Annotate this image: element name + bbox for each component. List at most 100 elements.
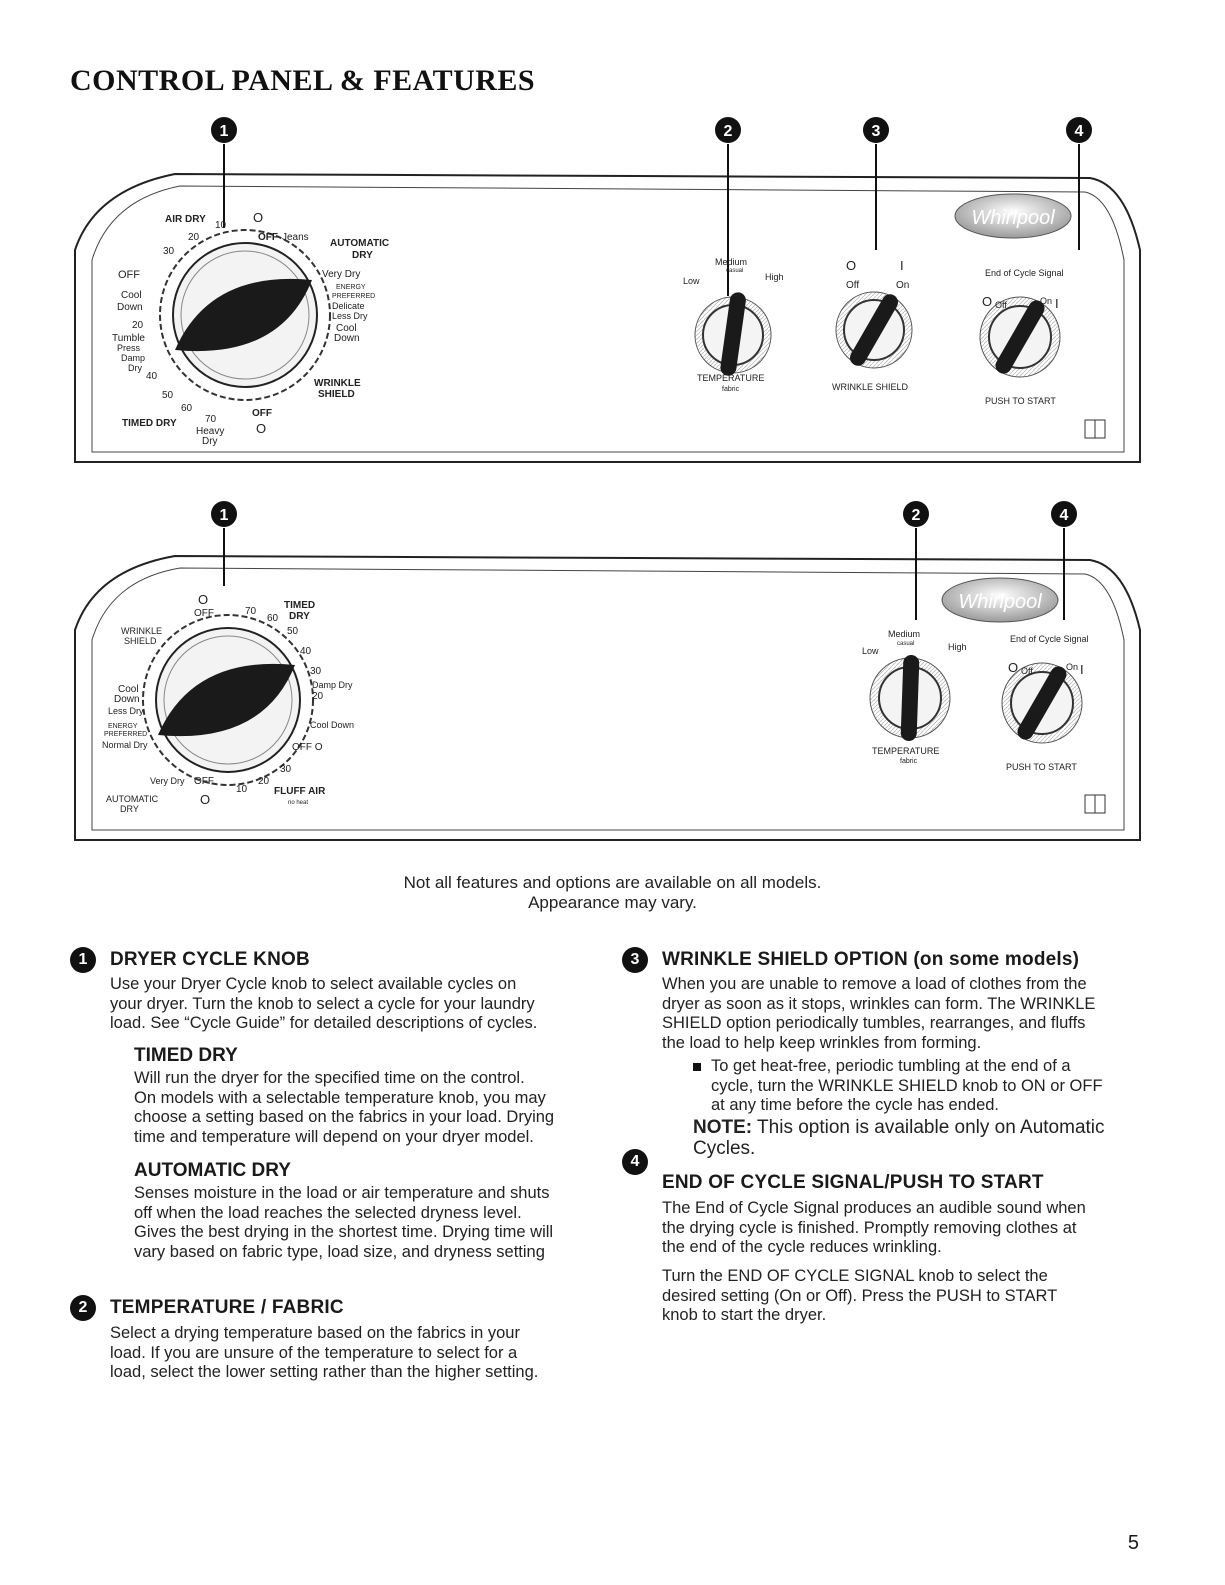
svg-text:70: 70 [245,606,257,617]
svg-text:Medium: Medium [715,257,747,267]
section-badge-1: 1 [70,947,96,973]
callout-1: 1 [211,501,237,527]
section-badge-3: 3 [622,947,648,973]
svg-text:ENERGY: ENERGY [336,284,366,291]
svg-text:30: 30 [310,666,322,677]
wrinkle-shield-knob [835,291,913,369]
availability-note: Not all features and options are availab… [403,873,822,912]
callout-3: 3 [863,117,889,143]
svg-text:Jeans: Jeans [282,232,309,243]
svg-text:casual: casual [897,641,914,647]
svg-text:WRINKLE: WRINKLE [314,378,361,389]
temperature-labels-2: Low Medium casual High TEMPERATURE fabri… [862,629,967,765]
svg-text:PUSH TO START: PUSH TO START [1006,762,1077,772]
svg-text:Tumble: Tumble [112,333,145,344]
subsection-body-automatic-dry: Senses moisture in the load or air tempe… [134,1184,554,1261]
subsection-title-timed-dry: TIMED DRY [134,1045,238,1066]
svg-text:Low: Low [862,646,879,656]
svg-text:Down: Down [117,302,143,313]
svg-text:Very Dry: Very Dry [322,269,360,280]
wrinkle-shield-bullet: To get heat-free, periodic tumbling at t… [693,1057,1103,1116]
control-panel-diagram-2: 1 2 4 Whirlpool O OFF 70 60 TIMED DRY 50… [74,501,1141,841]
svg-text:fabric: fabric [722,386,740,393]
svg-text:O: O [253,210,263,225]
svg-text:PREFERRED: PREFERRED [332,293,375,300]
whirlpool-logo: Whirlpool [954,193,1072,239]
svg-text:O: O [198,592,208,607]
svg-text:TIMED DRY: TIMED DRY [122,418,177,429]
manual-icon [1084,794,1106,814]
section-title-wrinkle-shield: WRINKLE SHIELD OPTION (on some models) [662,949,1080,970]
svg-text:SHIELD: SHIELD [318,389,355,400]
svg-text:End of Cycle Signal: End of Cycle Signal [1010,634,1089,644]
temperature-knob-1 [694,292,772,376]
callout-4: 4 [1051,501,1077,527]
temperature-knob-2 [869,655,951,741]
page-number: 5 [1127,1532,1139,1554]
svg-text:High: High [765,272,784,282]
svg-text:Off: Off [1021,666,1033,676]
section-title-end-of-cycle: END OF CYCLE SIGNAL/PUSH TO START [662,1172,1044,1193]
svg-text:2: 2 [724,123,733,140]
svg-text:Very Dry: Very Dry [150,776,185,786]
svg-text:TIMED: TIMED [284,600,315,611]
svg-text:Dry: Dry [128,363,142,373]
svg-text:OFF: OFF [258,232,278,243]
section-title-temperature: TEMPERATURE / FABRIC [110,1297,344,1318]
page-title: CONTROL PANEL & FEATURES [70,64,536,97]
svg-text:casual: casual [726,268,743,274]
svg-text:I: I [900,258,904,273]
panel-outline [74,172,1141,463]
callout-4: 4 [1066,117,1092,143]
svg-text:O: O [200,792,210,807]
svg-text:High: High [948,642,967,652]
svg-text:O: O [256,421,266,436]
svg-text:Whirlpool: Whirlpool [971,207,1055,229]
section-body-temperature: Select a drying temperature based on the… [110,1324,539,1381]
manual-icon [1084,419,1106,439]
wrinkle-shield-labels: O I Off On WRINKLE SHIELD [832,258,909,392]
svg-text:1: 1 [220,123,229,140]
dryer-cycle-knob [159,229,331,401]
svg-text:30: 30 [280,764,292,775]
svg-text:DRY: DRY [289,611,310,622]
callout-1: 1 [211,117,237,143]
svg-text:70: 70 [205,414,217,425]
svg-text:Low: Low [683,276,700,286]
svg-text:Less Dry: Less Dry [332,311,368,321]
section-body-end-of-cycle: The End of Cycle Signal produces an audi… [662,1199,1086,1256]
svg-text:O: O [1008,660,1018,675]
dial-labels-1: AIR DRY 10 O 20 OFF Jeans 30 AUTOMATIC D… [112,210,389,447]
section-badge-4: 4 [622,1149,648,1175]
section-title-dryer-cycle-knob: DRYER CYCLE KNOB [110,949,310,970]
whirlpool-logo: Whirlpool [941,577,1059,623]
svg-text:4: 4 [1060,507,1069,524]
svg-text:ENERGY: ENERGY [108,723,138,730]
svg-text:30: 30 [163,246,175,257]
svg-text:AUTOMATIC: AUTOMATIC [106,794,159,804]
svg-text:OFF: OFF [252,408,272,419]
svg-text:O: O [982,294,992,309]
svg-text:Cool: Cool [121,290,142,301]
wrinkle-shield-note: NOTE: This option is available only on A… [693,1117,1105,1159]
svg-text:On: On [1040,296,1052,306]
svg-text:20: 20 [312,691,324,702]
svg-text:AIR DRY: AIR DRY [165,214,206,225]
svg-text:OFF O: OFF O [292,742,323,753]
svg-text:20: 20 [258,776,270,787]
callout-2: 2 [715,117,741,143]
svg-text:10: 10 [236,784,248,795]
end-of-cycle-labels-2: End of Cycle Signal O Off On I PUSH TO S… [1006,634,1089,772]
section-body-wrinkle-shield: When you are unable to remove a load of … [662,975,1096,1052]
subsection-body-timed-dry: Will run the dryer for the specified tim… [134,1069,555,1146]
svg-text:3: 3 [872,123,881,140]
svg-text:O: O [846,258,856,273]
svg-text:no heat: no heat [288,800,308,806]
svg-text:OFF: OFF [194,608,214,619]
subsection-title-automatic-dry: AUTOMATIC DRY [134,1160,291,1181]
svg-text:40: 40 [146,371,158,382]
svg-text:50: 50 [287,626,299,637]
svg-text:Off: Off [995,300,1007,310]
dryer-cycle-knob [142,614,314,786]
svg-text:40: 40 [300,646,312,657]
